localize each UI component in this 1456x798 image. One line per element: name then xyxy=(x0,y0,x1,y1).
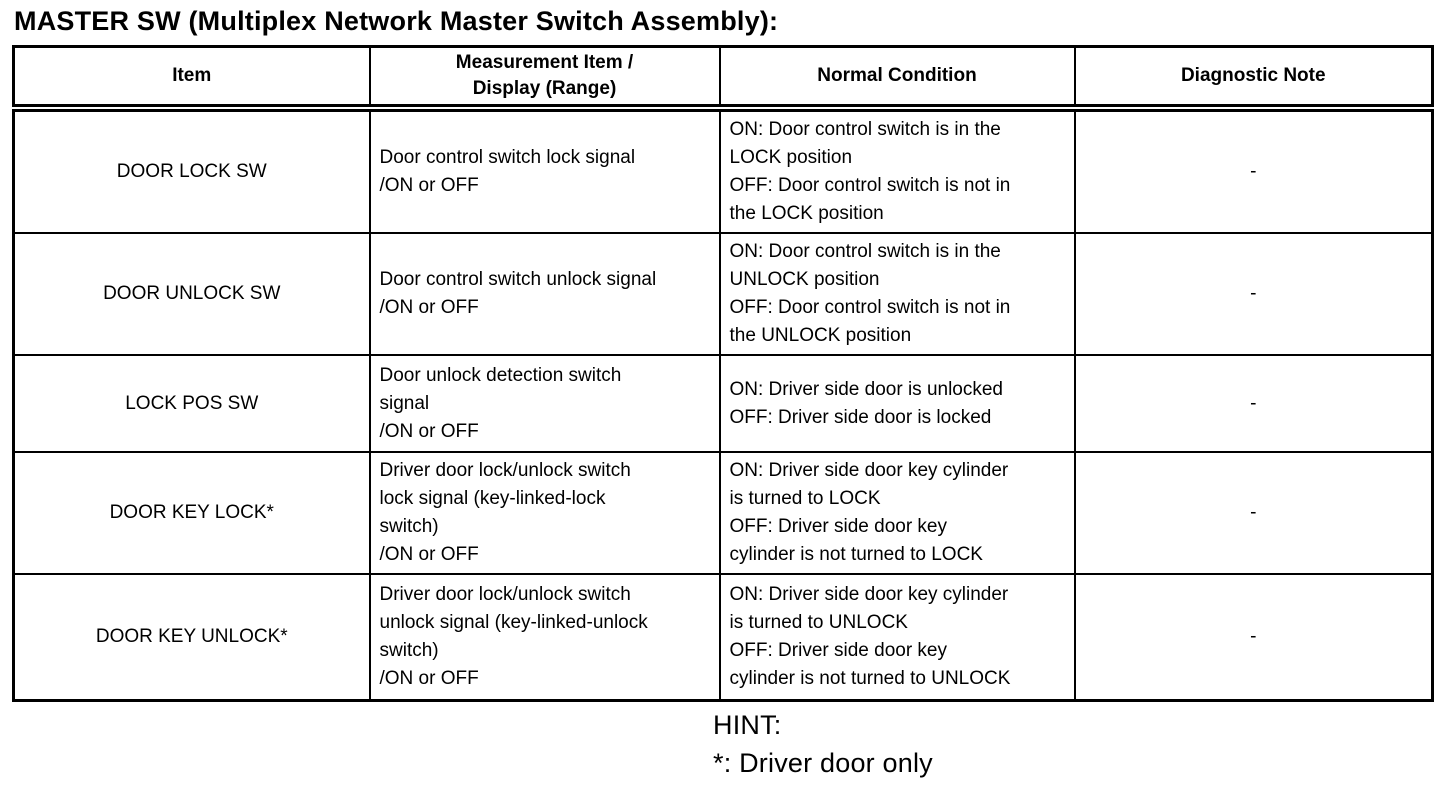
table-row: DOOR KEY UNLOCK* Driver door lock/unlock… xyxy=(12,573,1434,701)
column-header-measurement: Measurement Item / Display (Range) xyxy=(368,45,721,112)
master-sw-data-table: Item Measurement Item / Display (Range) … xyxy=(12,45,1434,702)
cell-item: DOOR KEY LOCK* xyxy=(12,451,371,575)
table-row: DOOR UNLOCK SW Door control switch unloc… xyxy=(12,232,1434,356)
cell-measurement: Driver door lock/unlock switch lock sign… xyxy=(368,451,721,575)
cell-diagnostic-note: - xyxy=(1073,573,1434,701)
hint-label: HINT: xyxy=(713,710,782,740)
hint-text: *: Driver door only xyxy=(713,748,933,778)
cell-normal-condition: ON: Door control switch is in the UNLOCK… xyxy=(718,232,1076,356)
column-header-item: Item xyxy=(12,45,371,112)
table-header-row: Item Measurement Item / Display (Range) … xyxy=(12,45,1434,112)
cell-normal-condition: ON: Door control switch is in the LOCK p… xyxy=(718,107,1076,234)
cell-diagnostic-note: - xyxy=(1073,354,1434,453)
cell-item: DOOR LOCK SW xyxy=(12,107,371,234)
page-title: MASTER SW (Multiplex Network Master Swit… xyxy=(14,6,779,36)
table-row: DOOR LOCK SW Door control switch lock si… xyxy=(12,107,1434,234)
cell-normal-condition: ON: Driver side door is unlocked OFF: Dr… xyxy=(718,354,1076,453)
cell-diagnostic-note: - xyxy=(1073,451,1434,575)
column-header-diagnostic-note: Diagnostic Note xyxy=(1073,45,1434,112)
cell-diagnostic-note: - xyxy=(1073,107,1434,234)
table-row: LOCK POS SW Door unlock detection switch… xyxy=(12,354,1434,453)
cell-measurement: Door control switch lock signal /ON or O… xyxy=(368,107,721,234)
hint-block: HINT: *: Driver door only xyxy=(713,706,933,782)
cell-measurement: Door control switch unlock signal /ON or… xyxy=(368,232,721,356)
cell-item: LOCK POS SW xyxy=(12,354,371,453)
table-row: DOOR KEY LOCK* Driver door lock/unlock s… xyxy=(12,451,1434,575)
column-header-normal-condition: Normal Condition xyxy=(718,45,1076,112)
cell-item: DOOR UNLOCK SW xyxy=(12,232,371,356)
cell-normal-condition: ON: Driver side door key cylinder is tur… xyxy=(718,573,1076,701)
cell-normal-condition: ON: Driver side door key cylinder is tur… xyxy=(718,451,1076,575)
cell-diagnostic-note: - xyxy=(1073,232,1434,356)
cell-item: DOOR KEY UNLOCK* xyxy=(12,573,371,701)
cell-measurement: Door unlock detection switch signal /ON … xyxy=(368,354,721,453)
cell-measurement: Driver door lock/unlock switch unlock si… xyxy=(368,573,721,701)
